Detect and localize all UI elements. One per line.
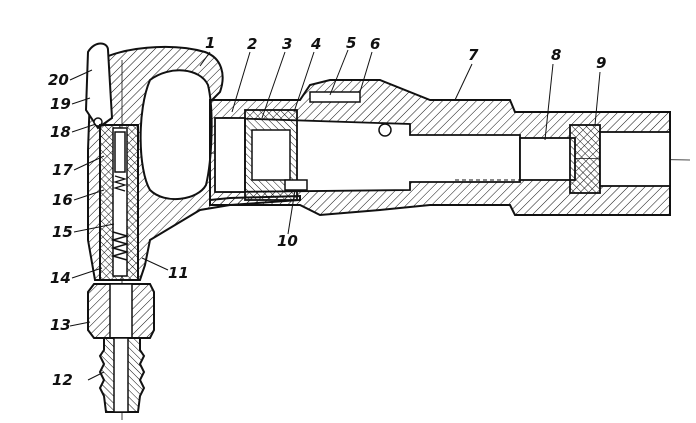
- valve-box-bore: [251, 129, 291, 181]
- part-label-3: 3: [282, 35, 293, 53]
- leader-lines: [69, 49, 601, 381]
- stud-bolt-lower: [284, 179, 308, 191]
- trigger-lever: [84, 42, 114, 130]
- valve-rod: [114, 131, 126, 173]
- valve-spring: [110, 231, 130, 261]
- part-label-19: 19: [50, 95, 71, 113]
- part-label-1: 1: [205, 34, 216, 52]
- tool-sleeve: [569, 124, 601, 194]
- part-label-10: 10: [277, 232, 298, 250]
- stud-bolt-upper: [309, 91, 361, 103]
- part-label-15: 15: [52, 223, 73, 241]
- part-label-4: 4: [311, 35, 322, 53]
- part-label-7: 7: [468, 46, 479, 64]
- bolt-head: [378, 123, 392, 137]
- part-label-12: 12: [52, 371, 73, 389]
- piston-head: [214, 117, 246, 193]
- part-label-17: 17: [52, 161, 73, 179]
- tool-socket: [599, 131, 671, 187]
- part-label-14: 14: [50, 269, 71, 287]
- part-label-20: 20: [48, 71, 69, 89]
- part-label-16: 16: [52, 191, 73, 209]
- small-spring: [112, 175, 128, 192]
- part-label-9: 9: [596, 54, 607, 72]
- part-label-18: 18: [50, 123, 71, 141]
- part-label-6: 6: [370, 35, 381, 53]
- part-label-2: 2: [247, 35, 258, 53]
- nipple-bore: [113, 337, 129, 413]
- part-label-8: 8: [551, 46, 562, 64]
- handle-grip-opening: [139, 69, 213, 201]
- part-label-13: 13: [50, 316, 71, 334]
- part-label-11: 11: [168, 264, 189, 282]
- nut-bore: [109, 283, 133, 339]
- striker-piston: [519, 137, 576, 181]
- part-label-5: 5: [346, 34, 357, 52]
